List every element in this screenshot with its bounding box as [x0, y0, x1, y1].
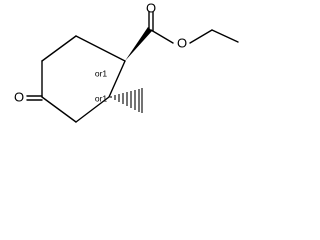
bond-ester-c-o — [150, 29, 174, 44]
ketone-double-bond — [26, 95, 43, 101]
ester-carbonyl-double-bond — [148, 11, 154, 32]
stereo-label-c2: or1 — [95, 93, 108, 103]
bond-o-ch2 — [189, 29, 213, 44]
bond-c3-c2 — [75, 96, 110, 123]
bond-c6-c5 — [41, 35, 77, 62]
atom-label-carbonyl-oxygen: O — [146, 0, 156, 15]
chemical-structure: O O O or1 or1 — [14, 0, 239, 123]
bond-c1-c6 — [75, 35, 126, 62]
stereo-label-c1: or1 — [95, 68, 108, 78]
cyclohexane-ring — [41, 35, 126, 123]
atom-label-ether-oxygen: O — [177, 35, 187, 50]
bond-c4-c3 — [41, 96, 77, 123]
wedge-bond-c1-ester — [125, 27, 152, 61]
hashed-bond-c2-methyl — [110, 88, 143, 113]
bond-ch2-ch3 — [211, 29, 239, 43]
bond-c2-c1 — [108, 60, 126, 98]
atom-label-ketone-oxygen: O — [14, 89, 24, 104]
